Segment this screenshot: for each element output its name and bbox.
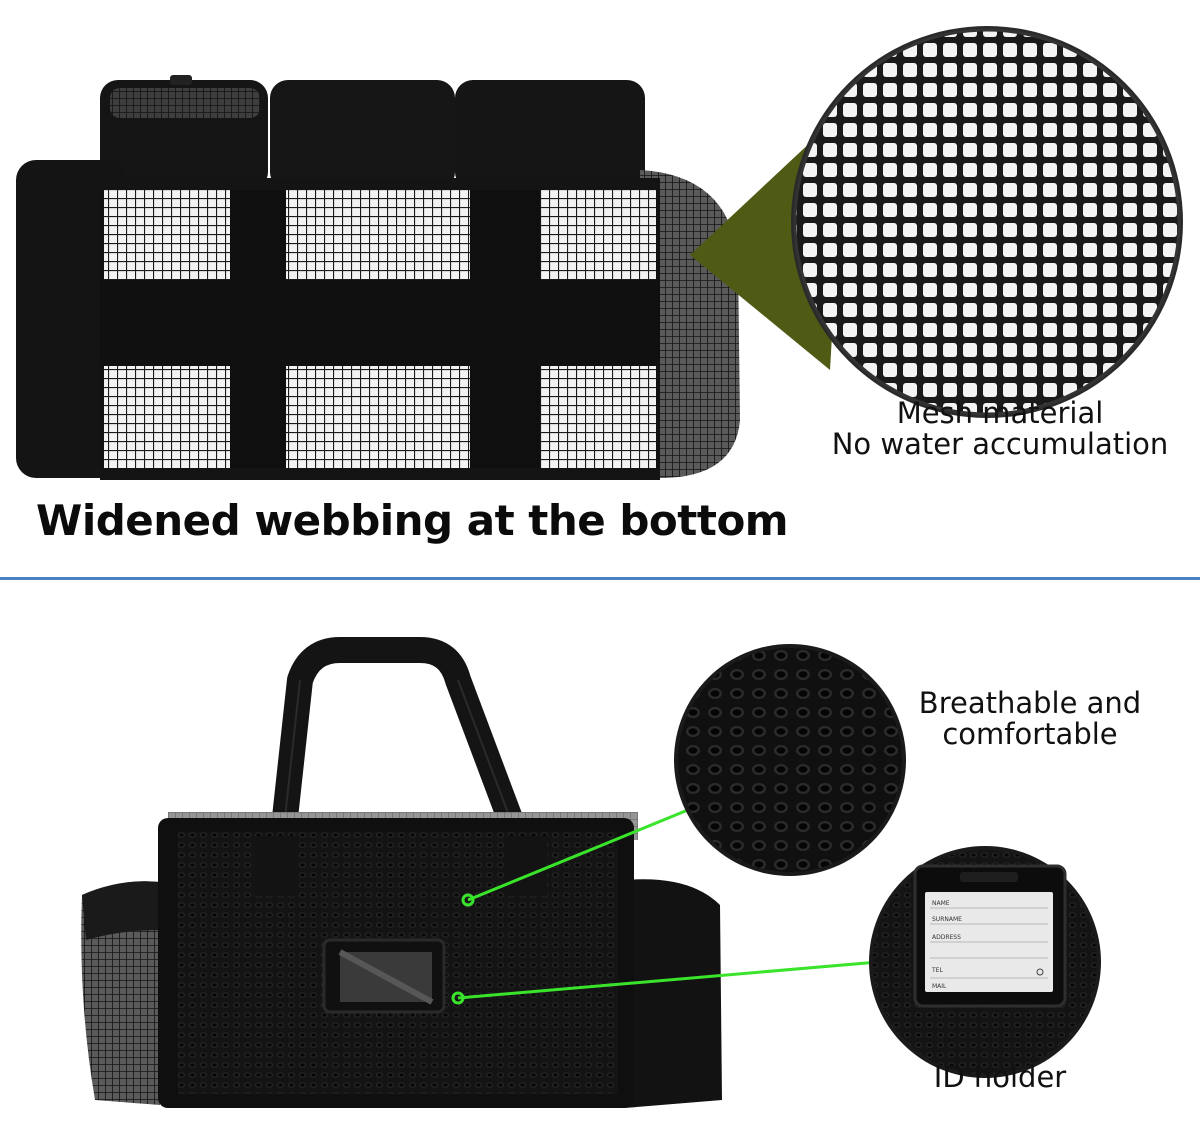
caption-breathable-line-1: Breathable and: [918, 686, 1142, 720]
headline-widened-webbing: Widened webbing at the bottom: [36, 496, 789, 545]
section-divider: [0, 577, 1200, 580]
id-card-line-tel: TEL: [931, 967, 943, 974]
mesh-zoom-circle: [791, 26, 1183, 418]
caption-mesh-line-1: Mesh material: [896, 396, 1104, 430]
id-card-line-surname: SURNAME: [932, 916, 962, 923]
id-holder-zoom-circle: NAME SURNAME ADDRESS TEL MAIL: [869, 846, 1101, 1078]
caption-breathable-line-2: comfortable: [942, 717, 1118, 752]
id-card-line-name: NAME: [932, 900, 950, 907]
bag-front-view: [81, 637, 722, 1108]
id-card-line-address: ADDRESS: [932, 934, 961, 941]
caption-mesh-line-2: No water accumulation: [831, 427, 1169, 462]
breathable-zoom-circle: [674, 644, 906, 876]
caption-breathable: Breathable and comfortable: [880, 686, 1180, 752]
id-card-line-mail: MAIL: [932, 983, 947, 990]
pointer-dot-id: [451, 991, 465, 1005]
caption-mesh-material: Mesh material No water accumulation: [800, 396, 1200, 462]
caption-id-holder: ID holder: [933, 1060, 1067, 1094]
pointer-dot-breathable: [461, 893, 475, 907]
bag-bottom-view: [16, 75, 740, 480]
pointer-lines: [457, 803, 879, 1000]
